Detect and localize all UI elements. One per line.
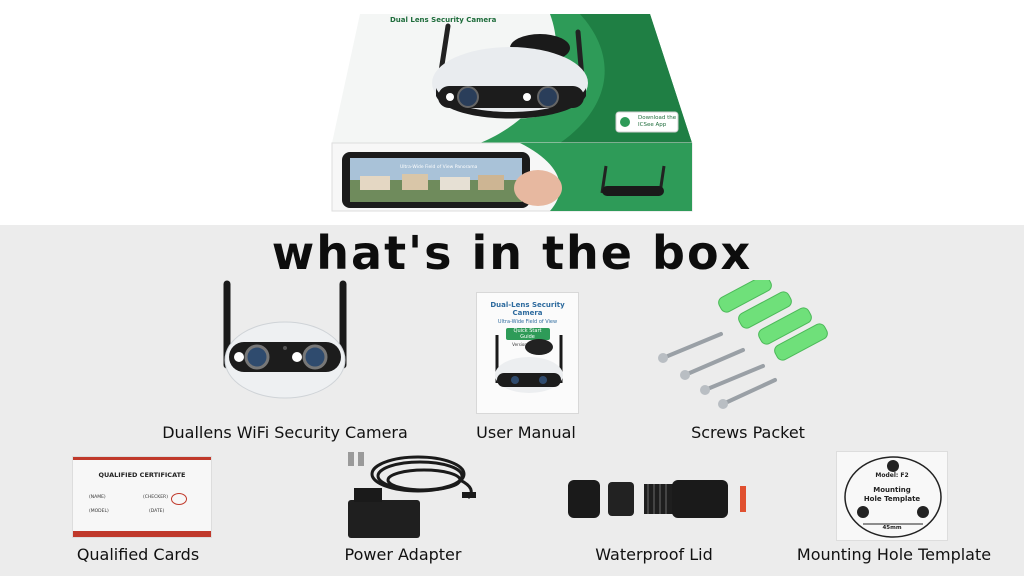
phone-screen-text: Ultra-Wide Field of View Panorama (400, 165, 478, 170)
screws-icon (658, 280, 828, 409)
item-label-camera: Duallens WiFi Security Camera (162, 423, 408, 442)
item-label-template: Mounting Hole Template (796, 545, 992, 564)
template-icon: Model: F2 Mounting Hole Template 45mm (836, 451, 948, 541)
camera-icon (223, 280, 347, 399)
certificate-field-date: (DATE) (149, 509, 165, 514)
template-title-line2: Hole Template (863, 495, 921, 503)
manual-title: Dual-Lens Security Camera (490, 301, 565, 317)
item-label-screws: Screws Packet (691, 423, 805, 442)
manual-badge: Quick Start Guide (505, 328, 550, 340)
product-photo-band: Dual Lens Security Camera Download the I… (0, 0, 1024, 225)
waterproof-lid-icon (568, 480, 746, 518)
certificate-field-model: (MODEL) (89, 509, 109, 514)
certificate-field-checker: (CHECKER) (143, 495, 168, 500)
template-model: Model: F2 (875, 472, 909, 479)
manual-camera-illustration (495, 335, 563, 393)
certificate-stamp (171, 493, 187, 505)
manual-icon: Dual-Lens Security Camera Ultra-Wide Fie… (476, 292, 579, 414)
item-label-lid: Waterproof Lid (595, 545, 713, 564)
certificate-field-name: (NAME) (89, 495, 106, 500)
item-label-adapter: Power Adapter (344, 545, 462, 564)
template-dimension: 45mm (882, 525, 902, 531)
manual-subtitle: Ultra-Wide Field of View (497, 319, 558, 325)
box-title: Dual Lens Security Camera (390, 16, 497, 24)
page-title: what's in the box (271, 226, 753, 280)
item-label-cards: Qualified Cards (76, 545, 200, 564)
power-adapter-icon (348, 452, 476, 538)
item-label-manual: User Manual (476, 423, 576, 442)
product-box-image: Dual Lens Security Camera (331, 14, 693, 212)
certificate-icon: QUALIFIED CERTIFICATE (NAME) (CHECKER) (… (72, 456, 212, 538)
app-badge-text: Download the ICSee App (638, 115, 677, 128)
certificate-title: QUALIFIED CERTIFICATE (98, 471, 186, 479)
template-title-line1: Mounting (873, 486, 911, 494)
